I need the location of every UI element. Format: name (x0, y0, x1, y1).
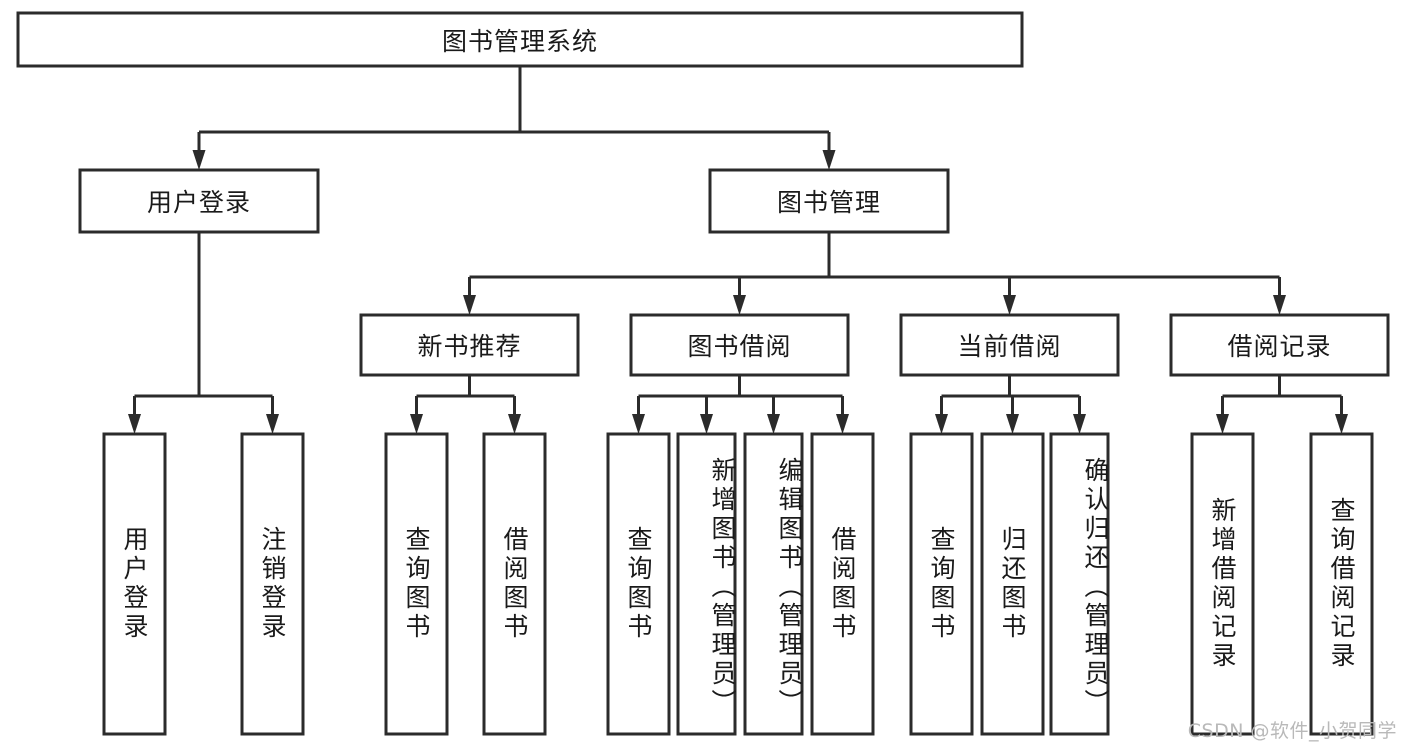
node-box-leaf-query-book-1[interactable] (384, 432, 449, 736)
node-box-leaf-query-borrow-record[interactable] (1309, 432, 1374, 736)
node-box-leaf-confirm-return[interactable] (1049, 432, 1110, 736)
node-box-leaf-borrow-book-2[interactable] (810, 432, 875, 736)
arrow-head-leaf-add-book (700, 414, 713, 434)
arrow-head-borrow-record (1273, 295, 1286, 315)
arrow-head-leaf-return-book (1006, 414, 1019, 434)
arrow-head-user-login (192, 150, 206, 170)
node-box-book-borrow[interactable] (629, 313, 850, 377)
node-box-leaf-return-book[interactable] (980, 432, 1045, 736)
arrow-head-leaf-confirm-return (1073, 414, 1086, 434)
watermark-text: CSDN @软件_小贺同学 (1187, 720, 1397, 742)
arrow-head-leaf-query-borrow-record (1335, 414, 1348, 434)
edges-layer (128, 66, 1348, 434)
arrow-head-leaf-edit-book (767, 414, 780, 434)
node-box-new-book-recommend[interactable] (359, 313, 580, 377)
nodes-layer (16, 11, 1390, 736)
node-box-leaf-add-borrow-record[interactable] (1190, 432, 1255, 736)
arrow-head-leaf-borrow-book-1 (508, 414, 521, 434)
arrow-head-book-borrow (733, 295, 746, 315)
arrow-head-leaf-user-login (128, 414, 141, 434)
arrow-head-book-manage (822, 150, 836, 170)
arrow-head-leaf-borrow-book-2 (836, 414, 849, 434)
node-box-leaf-user-login[interactable] (102, 432, 167, 736)
node-box-leaf-user-logout[interactable] (240, 432, 305, 736)
arrow-head-leaf-query-book-3 (935, 414, 948, 434)
node-box-leaf-query-book-2[interactable] (606, 432, 671, 736)
arrow-head-new-book-recommend (463, 295, 476, 315)
node-box-root[interactable] (16, 11, 1024, 68)
node-box-user-login[interactable] (78, 168, 320, 234)
arrow-head-leaf-add-borrow-record (1216, 414, 1229, 434)
node-box-leaf-edit-book[interactable] (743, 432, 804, 736)
node-box-book-manage[interactable] (708, 168, 950, 234)
node-box-leaf-add-book[interactable] (676, 432, 737, 736)
arrow-head-leaf-query-book-1 (410, 414, 423, 434)
arrow-head-leaf-user-logout (266, 414, 279, 434)
node-box-leaf-borrow-book-1[interactable] (482, 432, 547, 736)
arrow-head-current-borrow (1003, 295, 1016, 315)
node-box-leaf-query-book-3[interactable] (909, 432, 974, 736)
node-box-current-borrow[interactable] (899, 313, 1120, 377)
arrow-head-leaf-query-book-2 (632, 414, 645, 434)
node-box-borrow-record[interactable] (1169, 313, 1390, 377)
